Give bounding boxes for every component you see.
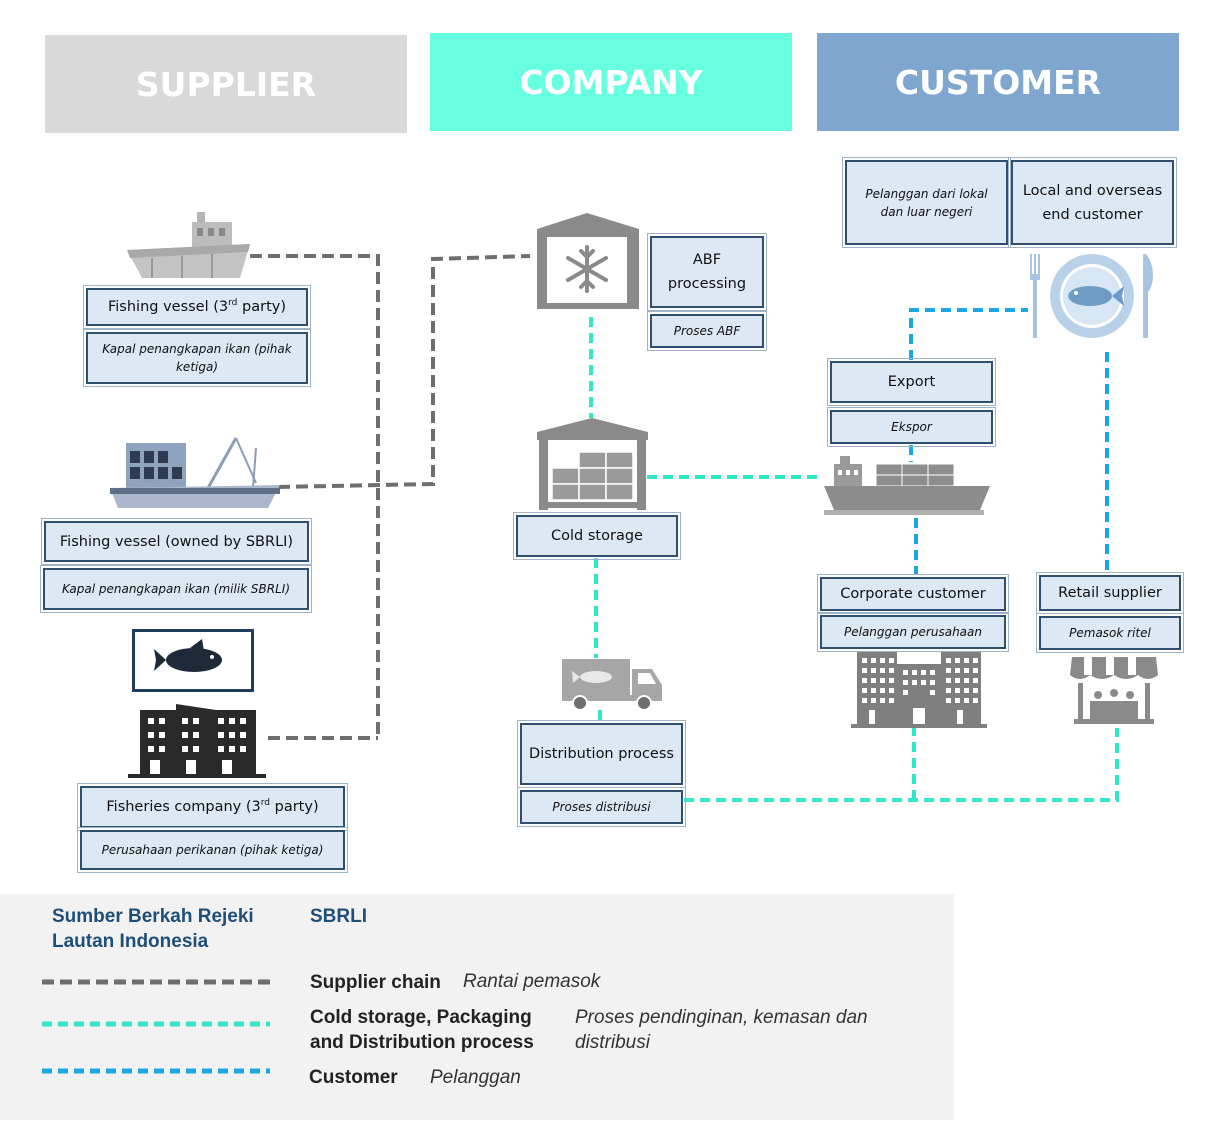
refrigerated-truck-icon	[562, 659, 662, 711]
retail-supplier-label: Retail supplier	[1036, 572, 1184, 614]
retail-shop-icon	[1070, 657, 1158, 724]
legend-translation-supplier: Rantai pemasok	[463, 971, 601, 992]
corporate-customer-sublabel: Pelanggan perusahaan	[817, 612, 1009, 652]
legend-swatch-supplier	[42, 979, 270, 985]
customer-header-label: CUSTOMER	[894, 62, 1102, 102]
fisheries-company-label: Fisheries company (3rd party)	[77, 783, 348, 831]
corporate-customer-label: Corporate customer	[817, 574, 1009, 614]
export-sublabel: Ekspor	[827, 407, 996, 447]
legend-swatch-process	[42, 1021, 270, 1027]
distribution-label: Distribution process	[517, 720, 686, 788]
fishing-vessel-icon	[110, 437, 280, 508]
company-header-label: COMPANY	[519, 62, 703, 102]
customer-line-export-plate	[909, 308, 1028, 360]
process-line-dist-customers	[684, 728, 1119, 802]
legend-label-process: Cold storage, Packaging and Distribution…	[310, 1007, 534, 1053]
legend-translation-process: Proses pendinginan, kemasan dan distribu…	[575, 1007, 868, 1053]
flow-lines	[250, 254, 1119, 802]
vessel-third-party-sublabel: Kapal penangkapan ikan (pihak ketiga)	[83, 329, 311, 387]
abf-processing-label: ABF processing	[647, 233, 767, 311]
freezer-warehouse-icon	[537, 213, 639, 309]
company-header: COMPANY	[430, 33, 792, 131]
factory-building-icon	[128, 704, 266, 778]
cold-storage-label: Cold storage	[513, 512, 681, 560]
cargo-ship-icon	[824, 456, 990, 515]
export-label: Export	[827, 358, 996, 406]
legend-swatch-customer	[42, 1068, 270, 1074]
distribution-sublabel: Proses distribusi	[517, 787, 686, 827]
office-building-icon	[851, 652, 987, 728]
fishing-boat-icon	[127, 212, 250, 278]
cold-storage-warehouse-icon	[537, 418, 648, 510]
supplier-line-vessel	[277, 254, 531, 489]
legend-translation-customer: Pelanggan	[430, 1067, 521, 1088]
fish-sign-icon	[132, 629, 254, 692]
legend-label-customer: Customer	[309, 1067, 398, 1088]
legend-abbrev: SBRLI	[310, 906, 367, 927]
fisheries-company-sublabel: Perusahaan perikanan (pihak ketiga)	[77, 827, 348, 873]
vessel-owned-sublabel: Kapal penangkapan ikan (milik SBRLI)	[40, 565, 312, 613]
abf-processing-sublabel: Proses ABF	[647, 311, 767, 351]
supplier-header: SUPPLIER	[45, 35, 407, 133]
vessel-third-party-label: Fishing vessel (3rd party)	[83, 285, 311, 329]
supplier-header-label: SUPPLIER	[135, 64, 317, 104]
customer-header: CUSTOMER	[817, 33, 1179, 131]
legend-label-supplier: Supplier chain	[310, 972, 441, 993]
retail-supplier-sublabel: Pemasok ritel	[1036, 613, 1184, 653]
fish-plate-cutlery-icon	[1030, 254, 1153, 338]
supplier-line-boat	[250, 254, 380, 738]
end-customer-sublabel: Pelanggan dari lokal dan luar negeri	[842, 157, 1011, 248]
vessel-owned-label: Fishing vessel (owned by SBRLI)	[41, 518, 312, 565]
legend-panel: Sumber Berkah Rejeki Lautan Indonesia SB…	[0, 894, 954, 1120]
legend-company-name: Sumber Berkah Rejeki Lautan Indonesia	[52, 906, 254, 952]
end-customer-label: Local and overseas end customer	[1008, 157, 1177, 248]
